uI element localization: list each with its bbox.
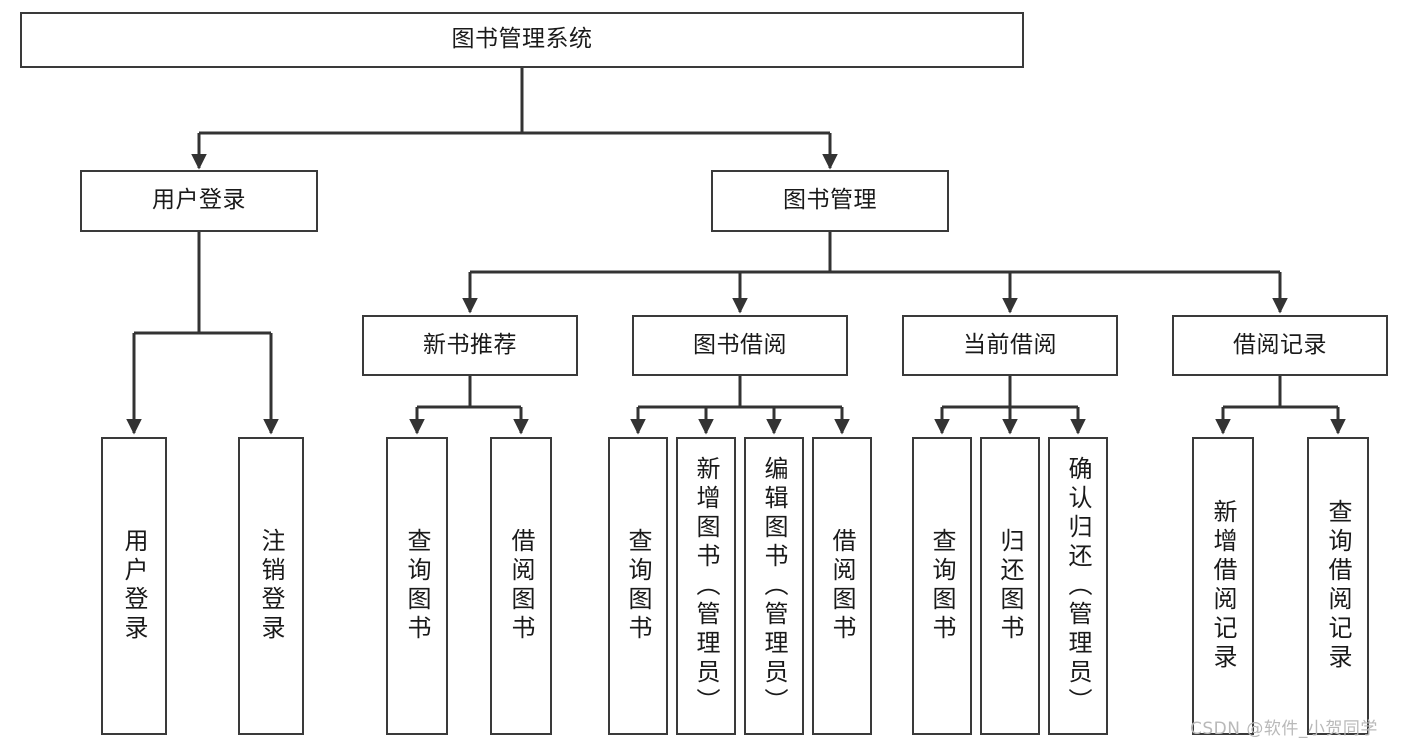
node-label: 图书管理 <box>783 187 877 214</box>
node-label: 图书借阅 <box>693 331 787 358</box>
node-label: 查询图书 <box>928 528 956 644</box>
node-root-system[interactable]: 图书管理系统 <box>20 12 1024 68</box>
leaf-query-borrow-record[interactable]: 查询借阅记录 <box>1307 437 1369 735</box>
node-label: 确认归还（管理员） <box>1064 455 1092 717</box>
leaf-query-book-recommendation[interactable]: 查询图书 <box>386 437 448 735</box>
node-label: 归还图书 <box>996 528 1024 644</box>
leaf-borrow-book-recommendation[interactable]: 借阅图书 <box>490 437 552 735</box>
node-borrow-record[interactable]: 借阅记录 <box>1172 315 1388 376</box>
node-label: 注销登录 <box>257 528 285 644</box>
leaf-query-book-borrow[interactable]: 查询图书 <box>608 437 668 735</box>
node-label: 借阅记录 <box>1233 331 1327 358</box>
node-label: 查询借阅记录 <box>1324 499 1352 673</box>
leaf-confirm-return-admin[interactable]: 确认归还（管理员） <box>1048 437 1108 735</box>
node-label: 新书推荐 <box>423 331 517 358</box>
leaf-query-book-current[interactable]: 查询图书 <box>912 437 972 735</box>
node-label: 新增借阅记录 <box>1209 499 1237 673</box>
node-user-login[interactable]: 用户登录 <box>80 170 318 232</box>
leaf-edit-book-admin[interactable]: 编辑图书（管理员） <box>744 437 804 735</box>
node-current-borrow[interactable]: 当前借阅 <box>902 315 1118 376</box>
leaf-borrow-book[interactable]: 借阅图书 <box>812 437 872 735</box>
node-label: 借阅图书 <box>828 528 856 644</box>
node-label: 当前借阅 <box>963 331 1057 358</box>
leaf-user-login[interactable]: 用户登录 <box>101 437 167 735</box>
node-label: 新增图书（管理员） <box>692 455 720 717</box>
node-new-book-recommendation[interactable]: 新书推荐 <box>362 315 578 376</box>
leaf-add-borrow-record[interactable]: 新增借阅记录 <box>1192 437 1254 735</box>
leaf-add-book-admin[interactable]: 新增图书（管理员） <box>676 437 736 735</box>
node-label: 用户登录 <box>120 528 148 644</box>
leaf-return-book[interactable]: 归还图书 <box>980 437 1040 735</box>
node-label: 用户登录 <box>152 187 246 214</box>
csdn-watermark: CSDN @软件_小贺同学 <box>1190 719 1378 739</box>
leaf-logout[interactable]: 注销登录 <box>238 437 304 735</box>
node-label: 编辑图书（管理员） <box>760 455 788 717</box>
node-label: 查询图书 <box>403 528 431 644</box>
node-book-management[interactable]: 图书管理 <box>711 170 949 232</box>
node-book-borrow[interactable]: 图书借阅 <box>632 315 848 376</box>
node-label: 图书管理系统 <box>451 26 593 53</box>
node-label: 查询图书 <box>624 528 652 644</box>
node-label: 借阅图书 <box>507 528 535 644</box>
